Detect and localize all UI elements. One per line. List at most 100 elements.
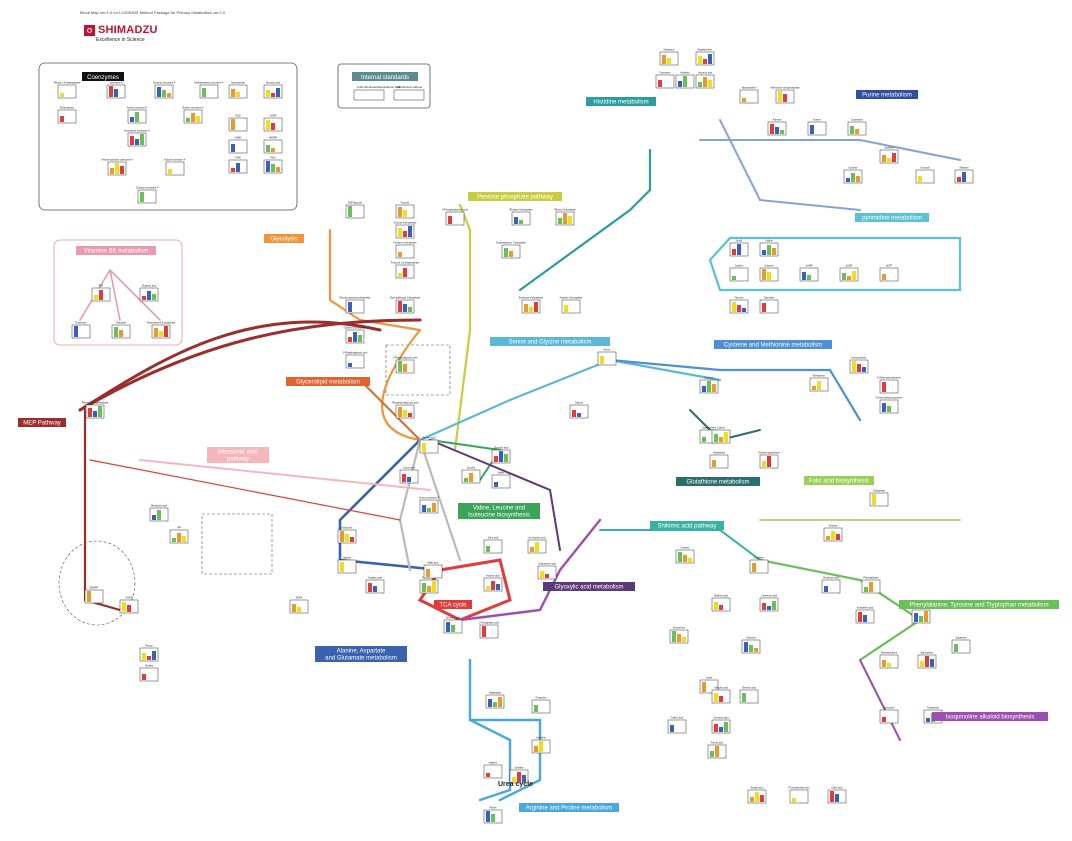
metabolite-node: Creatinine <box>749 557 769 574</box>
metabolite-name: Thymine <box>734 297 744 300</box>
metabolite-bar <box>140 134 144 145</box>
metabolite-name: Indole <box>706 677 713 680</box>
metabolite-bar <box>202 88 206 97</box>
metabolite-node: Valine <box>491 472 511 489</box>
metabolite-bar <box>535 542 539 552</box>
metabolite-node: Gallic acid <box>827 787 847 804</box>
metabolite-bar <box>231 144 235 152</box>
metabolite-node: Anthranilic acid <box>855 607 875 624</box>
metabolite-bar <box>775 127 779 134</box>
metabolite-name: Prephenic acid <box>823 577 839 580</box>
pathway-edge <box>458 518 602 622</box>
metabolite-bar <box>678 552 682 562</box>
pathway-label-text: pyrimidine metabolism <box>862 216 922 222</box>
metabolite-bar <box>882 274 886 280</box>
metabolite-node: Pyruvic acid <box>419 437 439 454</box>
metabolite-bar <box>856 176 860 182</box>
metabolite-node: Fructose 6-phosphate <box>393 242 417 259</box>
metabolite-bar <box>724 432 728 442</box>
metabolite-bar <box>522 775 526 782</box>
metabolite-node: Acetyl coenzyme A <box>419 497 440 514</box>
metabolite-bar <box>572 410 576 417</box>
metabolite-bar <box>368 583 372 592</box>
metabolite-name: Xylulose 5-phosphate <box>560 297 584 300</box>
metabolite-name: FMN <box>235 157 240 160</box>
metabolite-name: Cystathionine <box>702 427 717 430</box>
metabolite-name: Xanthine <box>884 147 894 150</box>
metabolite-name: GGPP <box>126 597 133 600</box>
metabolite-node: Arginine <box>483 762 503 779</box>
metabolite-node: dUTP <box>879 265 899 282</box>
metabolite-bar <box>762 250 766 255</box>
metabolite-name: Methylmalonyl coenzyme A <box>195 82 224 85</box>
metabolite-node: Xylulose 5-phosphate <box>560 297 584 314</box>
metabolite-bar <box>858 612 862 622</box>
metabolite-bar <box>702 437 706 442</box>
metabolite-bar <box>812 386 816 390</box>
metabolite-bar <box>954 644 958 652</box>
metabolite-node: Oxidized glutathione <box>758 452 780 469</box>
metabolite-name: S-Adenosylmethionine <box>877 377 902 380</box>
metabolite-bar <box>925 656 929 667</box>
metabolite-name: 2-Phosphoglyceric acid <box>393 357 418 360</box>
metabolite-bar <box>850 126 854 134</box>
pathway-label-bg <box>519 803 619 812</box>
metabolite-node: Shikimic acid <box>711 595 731 612</box>
metabolite-bar <box>491 814 495 822</box>
metabolite-name: Salicylic acid <box>714 687 728 690</box>
metabolite-bar <box>402 474 406 482</box>
metabolite-name: Glycerol 3-phosphate <box>344 327 367 330</box>
metabolite-bar <box>231 119 235 130</box>
metabolite-name: Uracil <box>736 240 743 243</box>
metabolite-node: Glycine <box>569 402 589 419</box>
metabolite-name: DOPA <box>296 597 303 600</box>
pathway-label-bg <box>714 340 832 349</box>
pathway-label-text: Phenylalanine, Tyrosine and Tryptophan m… <box>909 603 1048 609</box>
metabolite-bar <box>276 88 280 97</box>
metabolite-node: Proline <box>483 807 503 824</box>
metabolite-node: Glucose 6-phosphate <box>394 222 417 239</box>
metabolite-bar <box>719 437 723 442</box>
metabolite-node: Fructose 1,6-bisphosphate <box>391 262 420 279</box>
pathway-label-text: Folic acid biosynthesis <box>809 479 869 485</box>
metabolite-name: Cysteine <box>704 377 714 380</box>
metabolite-name: Butyryl coenzyme A <box>183 107 204 110</box>
metabolite-bar <box>882 717 886 722</box>
metabolite-bar <box>760 795 764 802</box>
pathway-label: Glycerolipid metabolism <box>286 377 370 386</box>
internal-standard-1: 2-Morpholinoethanesulfonic acid <box>357 85 401 89</box>
metabolite-name: Leucine <box>467 467 476 470</box>
metabolite-name: cis-Aconitic acid <box>528 537 546 540</box>
metabolite-node: Carnosine <box>655 72 675 89</box>
metabolite-bar <box>494 482 498 487</box>
pathway-label-bg <box>434 600 472 609</box>
metabolite-bar <box>719 696 723 702</box>
pathway-edge <box>328 228 422 332</box>
metabolite-node: Cysteine <box>699 377 719 394</box>
metabolite-bar <box>672 631 676 642</box>
metabolite-bar <box>887 158 891 162</box>
metabolite-name: Shikimic acid <box>714 595 729 598</box>
metabolite-node: Taurine <box>139 645 159 662</box>
pathway-label-bg <box>899 600 1059 609</box>
metabolite-name: Ribose 1,5-bisphosphate <box>54 82 81 85</box>
metabolite-bar <box>498 697 502 707</box>
metabolite-bar <box>846 178 850 182</box>
metabolite-node: Histamine <box>659 49 679 66</box>
metabolite-bar <box>702 682 706 692</box>
metabolite-node: DOPA <box>289 597 309 614</box>
metabolite-bar <box>74 326 78 337</box>
metabolite-bar <box>398 252 402 257</box>
pathway-edge <box>608 358 862 422</box>
metabolite-name: Glutathione <box>713 452 726 455</box>
metabolite-bar <box>191 113 195 122</box>
metabolite-node: Ornithine <box>531 737 551 754</box>
pathway-label-text: Valine, Leucine and <box>473 506 525 512</box>
metabolite-bar <box>847 276 851 280</box>
metabolite-bar <box>373 586 377 592</box>
pathway-label-text: Shikimic acid pathway <box>657 524 716 530</box>
pathway-label: Arginine and Proline metabolism <box>519 803 619 812</box>
pathway-edge <box>518 148 652 292</box>
metabolite-node: NADH <box>228 137 248 154</box>
metabolite-bar <box>514 217 518 224</box>
